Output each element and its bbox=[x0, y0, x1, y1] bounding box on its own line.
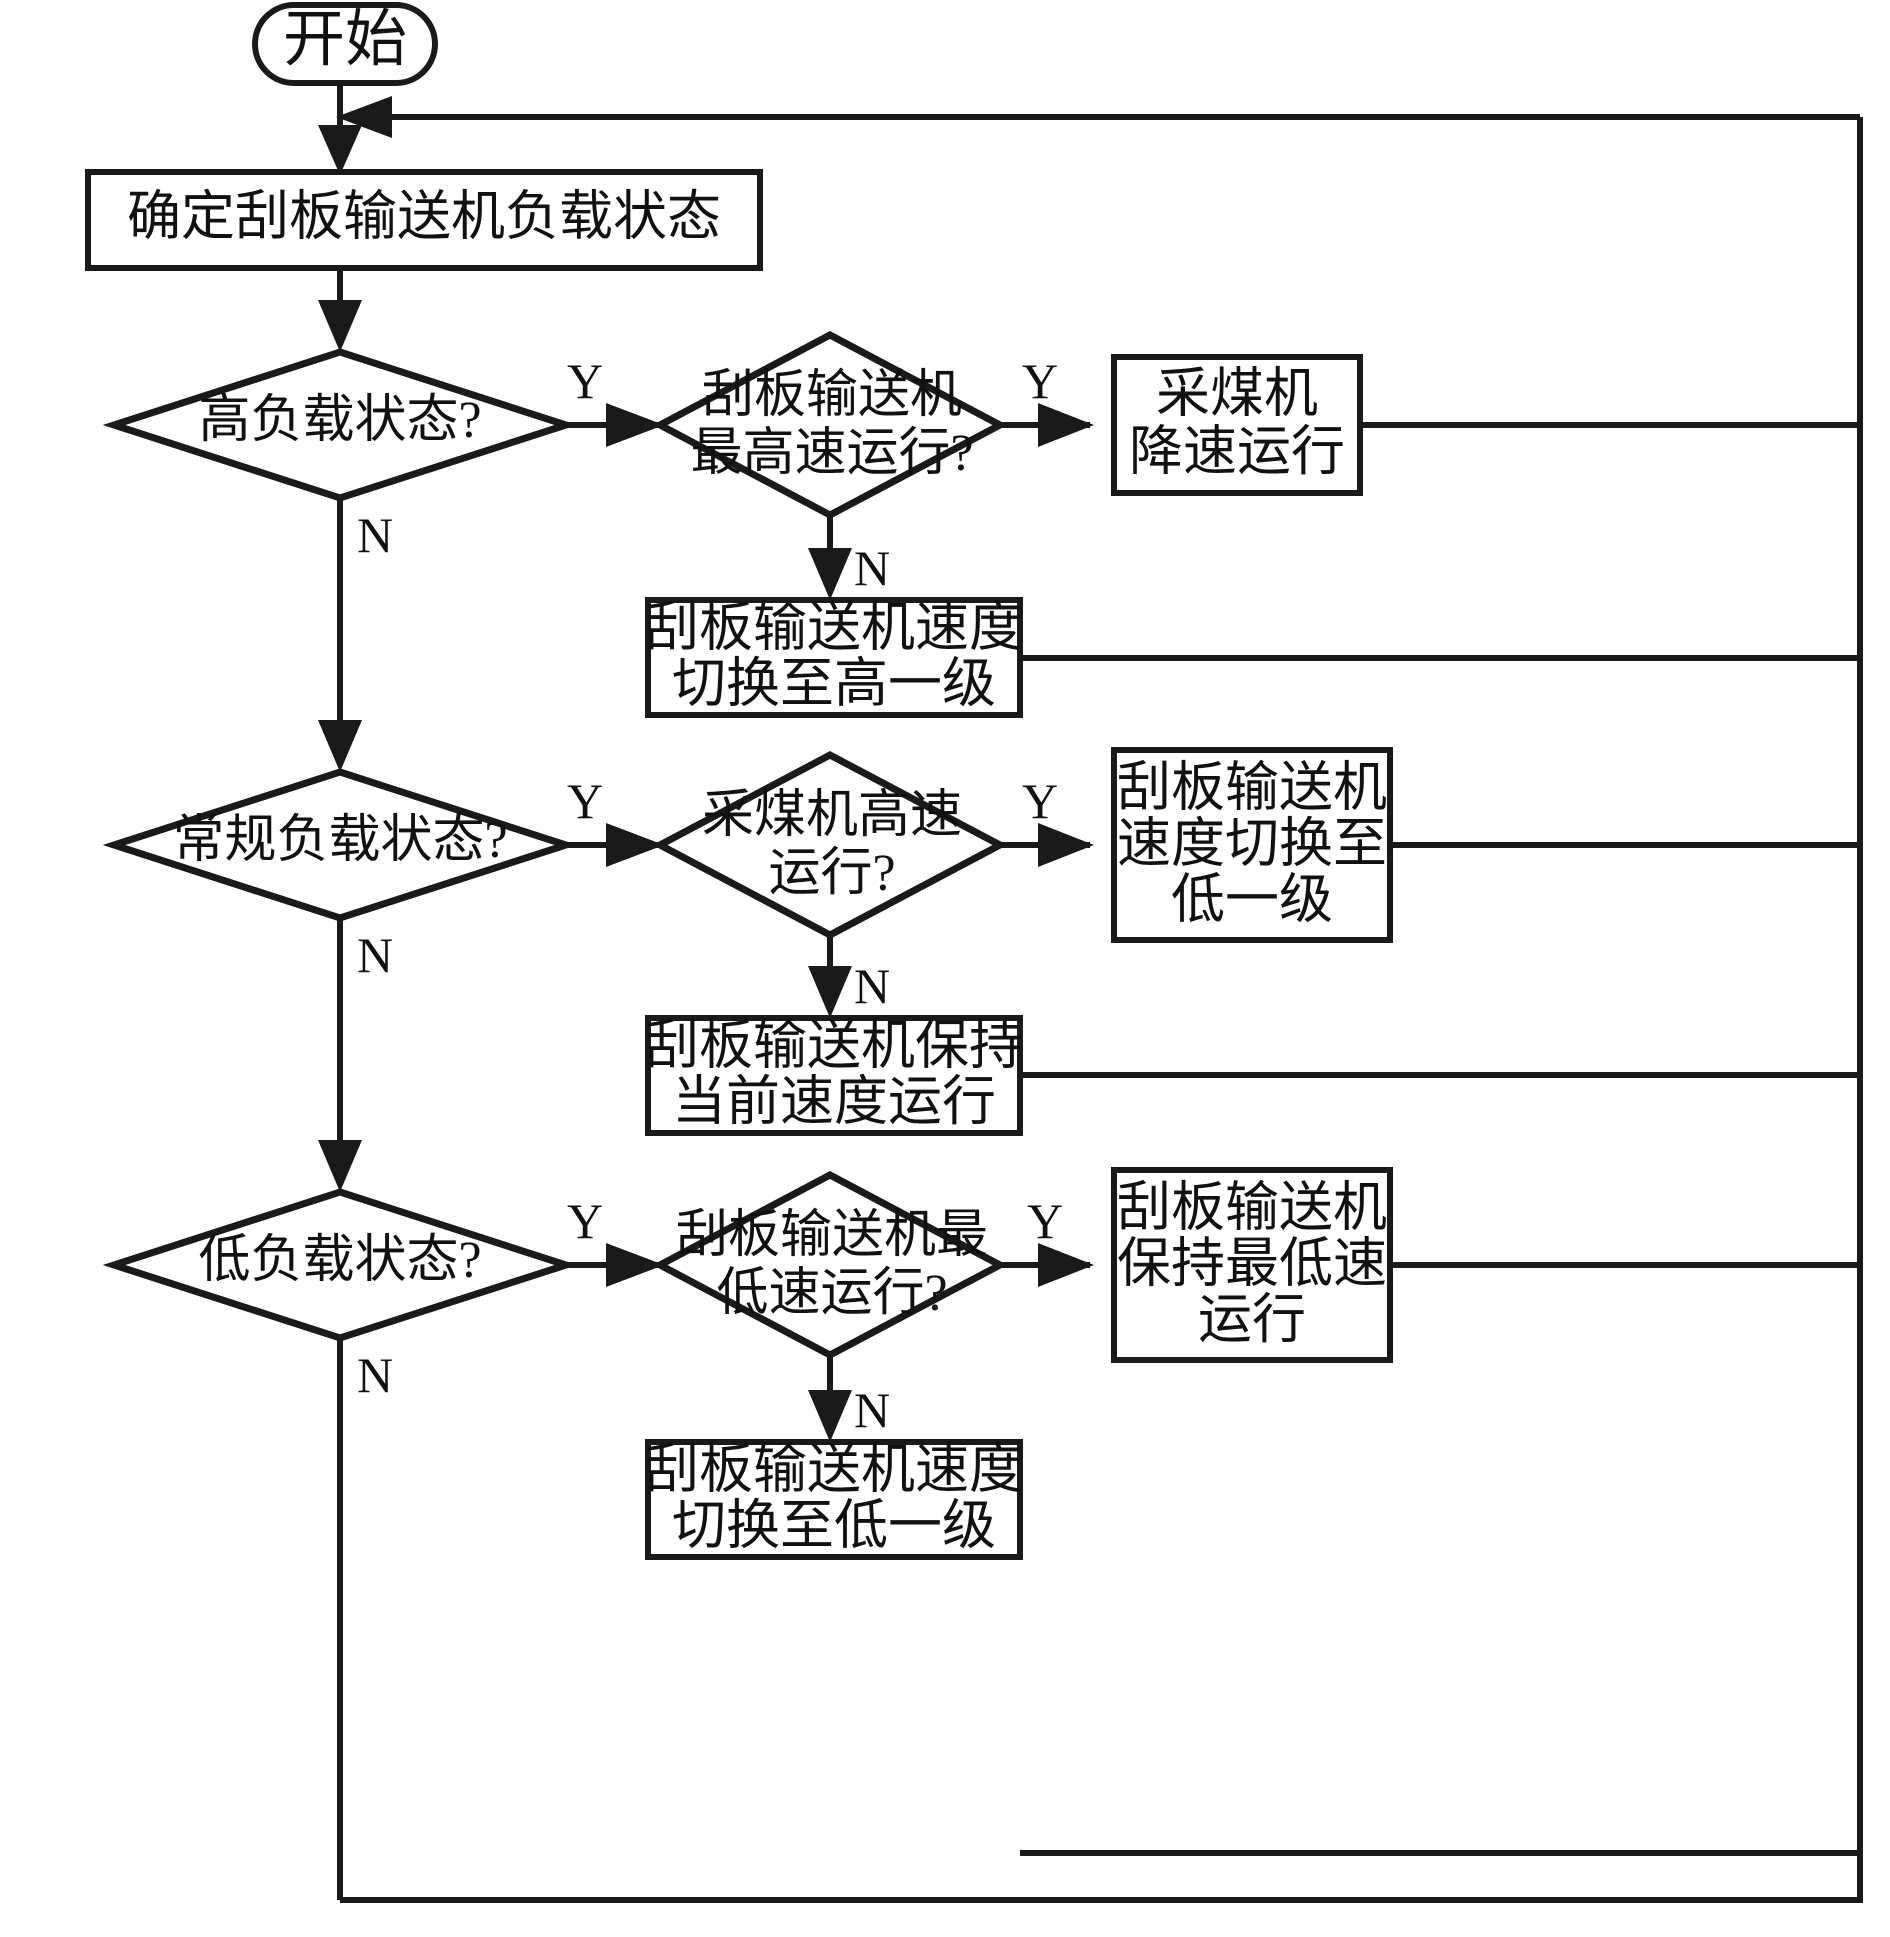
start-label: 开始 bbox=[283, 6, 407, 74]
shearer-slow-label-1: 采煤机 bbox=[1156, 363, 1318, 423]
edge-label-shearerhigh-no: N bbox=[854, 958, 890, 1014]
conveyor-keep-min-shape bbox=[1111, 1167, 1393, 1363]
node-conveyor-min-speed-decision[interactable]: 刮板输送机最 低速运行? bbox=[652, 1171, 1008, 1359]
arrowhead-start-to-determine bbox=[318, 125, 362, 175]
arrowhead-shearerhigh-no bbox=[808, 966, 852, 1018]
conveyor-max-speed-label-1: 刮板输送机 bbox=[702, 367, 962, 424]
conveyor-speed-down-b-label-2: 切换至低一级 bbox=[672, 1495, 996, 1555]
arrowhead-return-bus bbox=[336, 96, 392, 138]
start-shape bbox=[252, 2, 438, 86]
determine-load-shape bbox=[85, 169, 763, 271]
edge-label-convmin-yes: Y bbox=[1027, 1193, 1063, 1249]
edge-return-bus bbox=[340, 117, 1863, 1903]
edge-label-normalload-yes: Y bbox=[567, 773, 603, 829]
low-load-label: 低负载状态? bbox=[198, 1232, 481, 1289]
shearer-slow-shape bbox=[1111, 354, 1363, 496]
edge-label-highload-no: N bbox=[357, 507, 393, 563]
shearer-high-speed-label-2: 运行? bbox=[768, 845, 895, 902]
normal-load-diamond bbox=[102, 768, 578, 922]
node-low-load-decision[interactable]: 低负载状态? bbox=[102, 1188, 578, 1342]
conveyor-speed-down-a-label-1: 刮板输送机 bbox=[1117, 757, 1387, 817]
node-conveyor-speed-down-b[interactable]: 刮板输送机速度 切换至低一级 bbox=[645, 1439, 1023, 1560]
high-load-label: 高负载状态? bbox=[198, 392, 481, 449]
arrowhead-convmin-no bbox=[808, 1390, 852, 1442]
high-load-diamond bbox=[102, 348, 578, 502]
arrowhead-normalload-yes bbox=[606, 823, 664, 867]
edge-label-agvmax-yes: Y bbox=[1022, 353, 1058, 409]
conveyor-speed-up-shape bbox=[645, 597, 1023, 718]
conveyor-hold-speed-shape bbox=[645, 1015, 1023, 1136]
conveyor-keep-min-label-2: 保持最低速 bbox=[1117, 1233, 1387, 1293]
node-conveyor-speed-up[interactable]: 刮板输送机速度 切换至高一级 bbox=[645, 597, 1023, 718]
conveyor-speed-down-b-shape bbox=[645, 1439, 1023, 1560]
edge-label-lowload-no: N bbox=[357, 1347, 393, 1403]
node-shearer-high-speed-decision[interactable]: 采煤机高速 运行? bbox=[652, 751, 1008, 939]
arrowhead-normalload-no bbox=[318, 1140, 362, 1192]
edge-label-shearerhigh-yes: Y bbox=[1022, 773, 1058, 829]
conveyor-keep-min-label-1: 刮板输送机 bbox=[1117, 1177, 1387, 1237]
node-shearer-slow-down[interactable]: 采煤机 降速运行 bbox=[1111, 354, 1363, 496]
conveyor-max-speed-diamond bbox=[652, 331, 1008, 519]
conveyor-hold-speed-label-2: 当前速度运行 bbox=[672, 1071, 996, 1131]
conveyor-min-speed-label-2: 低速运行? bbox=[716, 1265, 947, 1322]
edge-label-agvmax-no: N bbox=[854, 540, 890, 596]
arrowhead-agvmax-yes bbox=[1038, 403, 1094, 447]
arrowhead-highload-yes bbox=[606, 403, 664, 447]
node-high-load-decision[interactable]: 高负载状态? bbox=[102, 348, 578, 502]
conveyor-min-speed-label-1: 刮板输送机最 bbox=[676, 1207, 988, 1264]
conveyor-speed-up-label-1: 刮板输送机速度 bbox=[645, 597, 1023, 657]
edge-label-normalload-no: N bbox=[357, 927, 393, 983]
conveyor-hold-speed-label-1: 刮板输送机保持 bbox=[645, 1015, 1023, 1075]
node-conveyor-hold-speed[interactable]: 刮板输送机保持 当前速度运行 bbox=[645, 1015, 1023, 1136]
edge-label-convmin-no: N bbox=[854, 1382, 890, 1438]
conveyor-speed-down-a-label-2: 速度切换至 bbox=[1117, 813, 1387, 873]
conveyor-speed-up-label-2: 切换至高一级 bbox=[672, 653, 996, 713]
low-load-diamond bbox=[102, 1188, 578, 1342]
node-determine-load[interactable]: 确定刮板输送机负载状态 bbox=[85, 169, 763, 271]
determine-load-label: 确定刮板输送机负载状态 bbox=[127, 186, 721, 246]
arrowhead-shearerhigh-yes bbox=[1038, 823, 1094, 867]
edge-label-highload-yes: Y bbox=[567, 353, 603, 409]
arrowhead-determine-to-highload bbox=[318, 300, 362, 352]
shearer-high-speed-label-1: 采煤机高速 bbox=[702, 787, 962, 844]
conveyor-speed-down-a-shape bbox=[1111, 747, 1393, 943]
shearer-high-speed-diamond bbox=[652, 751, 1008, 939]
conveyor-min-speed-diamond bbox=[652, 1171, 1008, 1359]
normal-load-label: 常规负载状态? bbox=[172, 812, 507, 869]
node-conveyor-speed-down-a[interactable]: 刮板输送机 速度切换至 低一级 bbox=[1111, 747, 1393, 943]
conveyor-speed-down-b-label-1: 刮板输送机速度 bbox=[645, 1439, 1023, 1499]
arrowhead-highload-no bbox=[318, 720, 362, 772]
node-conveyor-keep-min-speed[interactable]: 刮板输送机 保持最低速 运行 bbox=[1111, 1167, 1393, 1363]
arrowhead-lowload-yes bbox=[606, 1243, 664, 1287]
node-start[interactable]: 开始 bbox=[252, 2, 438, 86]
conveyor-keep-min-label-3: 运行 bbox=[1198, 1289, 1306, 1349]
conveyor-speed-down-a-label-3: 低一级 bbox=[1171, 869, 1333, 929]
node-conveyor-max-speed-decision[interactable]: 刮板输送机 最高速运行? bbox=[652, 331, 1008, 519]
arrowhead-agvmax-no bbox=[808, 548, 852, 600]
conveyor-max-speed-label-2: 最高速运行? bbox=[690, 425, 973, 482]
shearer-slow-label-2: 降速运行 bbox=[1129, 421, 1345, 481]
edge-label-lowload-yes: Y bbox=[567, 1193, 603, 1249]
node-normal-load-decision[interactable]: 常规负载状态? bbox=[102, 768, 578, 922]
arrowhead-convmin-yes bbox=[1038, 1243, 1094, 1287]
